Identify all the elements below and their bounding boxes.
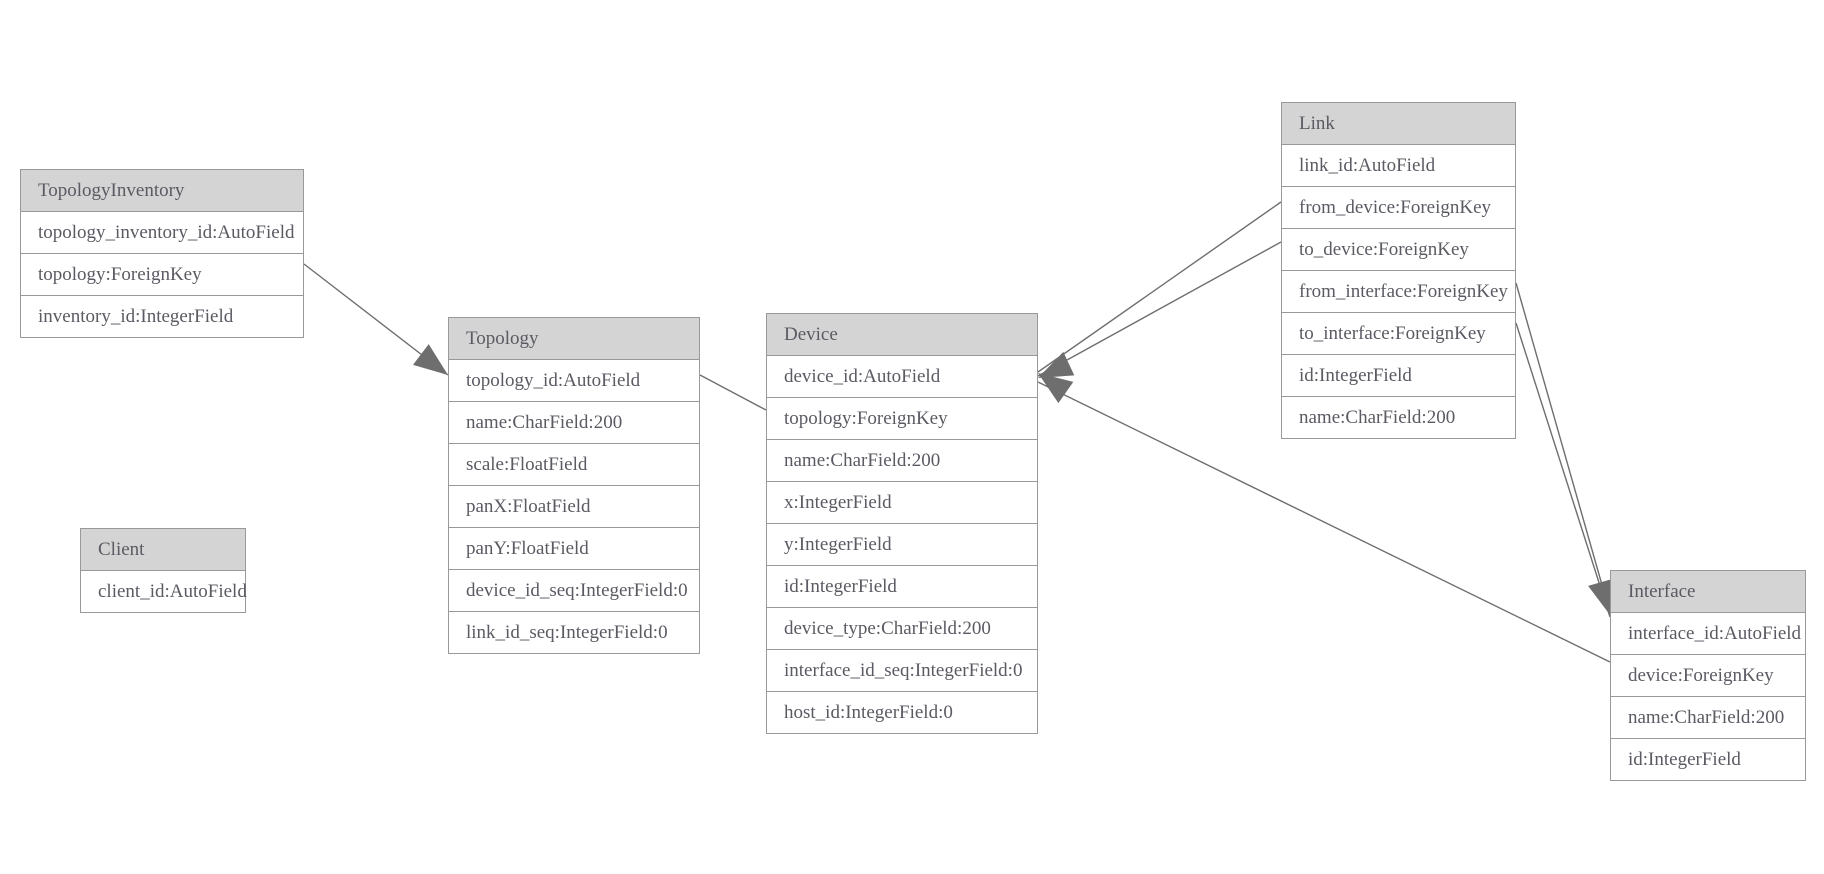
entity-field-row[interactable]: to_device:ForeignKey	[1282, 229, 1515, 271]
entity-field-row[interactable]: device:ForeignKey	[1611, 655, 1805, 697]
relationship-line-device-to-topology	[699, 374, 767, 411]
entity-field-row[interactable]: topology_inventory_id:AutoField	[21, 212, 303, 254]
relationship-line-link-to-interface-to-interface	[1515, 322, 1611, 618]
entity-field-row[interactable]: topology:ForeignKey	[21, 254, 303, 296]
entity-field-row[interactable]: link_id:AutoField	[1282, 145, 1515, 187]
arrow-device-lower	[1038, 351, 1075, 378]
entity-field-row[interactable]: id:IntegerField	[767, 566, 1037, 608]
entity-field-row[interactable]: link_id_seq:IntegerField:0	[449, 612, 699, 653]
entity-field-row[interactable]: device_type:CharField:200	[767, 608, 1037, 650]
entity-field-row[interactable]: id:IntegerField	[1282, 355, 1515, 397]
entity-field-row[interactable]: host_id:IntegerField:0	[767, 692, 1037, 733]
entity-title-client: Client	[81, 528, 245, 571]
entity-field-row[interactable]: to_interface:ForeignKey	[1282, 313, 1515, 355]
entity-title-interface: Interface	[1611, 570, 1805, 613]
entity-field-row[interactable]: interface_id:AutoField	[1611, 613, 1805, 655]
relationship-line-topologyinventory-to-topology	[303, 263, 449, 376]
entity-title-topology-inventory: TopologyInventory	[21, 169, 303, 212]
entity-field-row[interactable]: y:IntegerField	[767, 524, 1037, 566]
entity-field-row[interactable]: name:CharField:200	[1611, 697, 1805, 739]
entity-field-row[interactable]: x:IntegerField	[767, 482, 1037, 524]
entity-field-row[interactable]: id:IntegerField	[1611, 739, 1805, 780]
entity-field-row[interactable]: name:CharField:200	[449, 402, 699, 444]
relationship-line-link-from-device-to-device	[1037, 201, 1282, 373]
entity-field-row[interactable]: interface_id_seq:IntegerField:0	[767, 650, 1037, 692]
entity-title-device: Device	[767, 313, 1037, 356]
entity-field-row[interactable]: panY:FloatField	[449, 528, 699, 570]
entity-field-row[interactable]: name:CharField:200	[767, 440, 1037, 482]
entity-field-row[interactable]: device_id:AutoField	[767, 356, 1037, 398]
entity-field-row[interactable]: client_id:AutoField	[81, 571, 247, 612]
relationship-line-link-from-interface-to-interface	[1515, 282, 1611, 614]
entity-field-row[interactable]: name:CharField:200	[1282, 397, 1515, 438]
entity-title-topology: Topology	[449, 317, 699, 360]
entity-field-row[interactable]: scale:FloatField	[449, 444, 699, 486]
entity-field-row[interactable]: inventory_id:IntegerField	[21, 296, 303, 337]
relationship-line-link-to-device-to-device	[1037, 241, 1282, 377]
entity-title-link: Link	[1282, 102, 1515, 145]
entity-field-row[interactable]: from_interface:ForeignKey	[1282, 271, 1515, 313]
entity-field-row[interactable]: panX:FloatField	[449, 486, 699, 528]
entity-field-row[interactable]: from_device:ForeignKey	[1282, 187, 1515, 229]
entity-field-row[interactable]: topology_id:AutoField	[449, 360, 699, 402]
entity-field-row[interactable]: topology:ForeignKey	[767, 398, 1037, 440]
entity-field-row[interactable]: device_id_seq:IntegerField:0	[449, 570, 699, 612]
